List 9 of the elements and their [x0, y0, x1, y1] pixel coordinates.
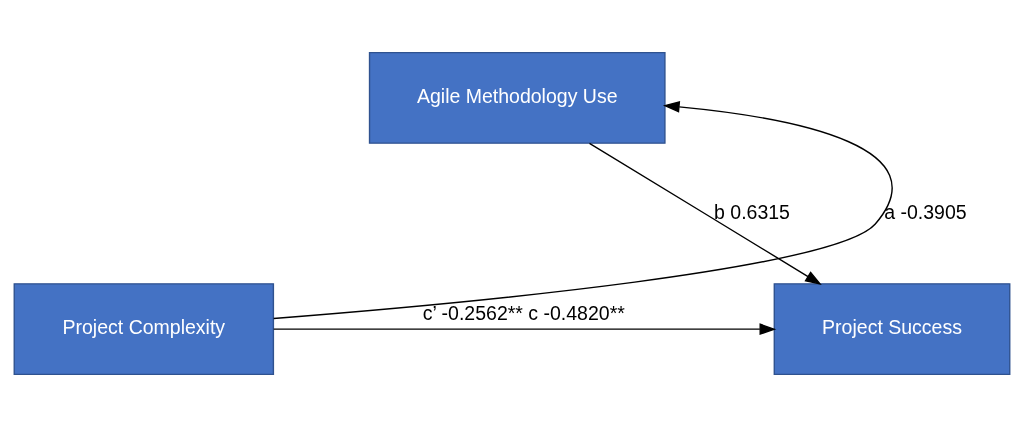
- arrow: [588, 142, 822, 285]
- node-box: Agile Methodology Use: [368, 51, 666, 144]
- edge-label: a -0.3905: [884, 200, 967, 223]
- node-box: Project Success: [773, 283, 1011, 376]
- edge-label: b 0.6315: [714, 200, 790, 223]
- arrow: [273, 323, 777, 335]
- node-box: Project Complexity: [13, 283, 275, 376]
- edge-label: c’ -0.2562** c -0.4820**: [422, 301, 625, 324]
- arrow: [272, 101, 893, 320]
